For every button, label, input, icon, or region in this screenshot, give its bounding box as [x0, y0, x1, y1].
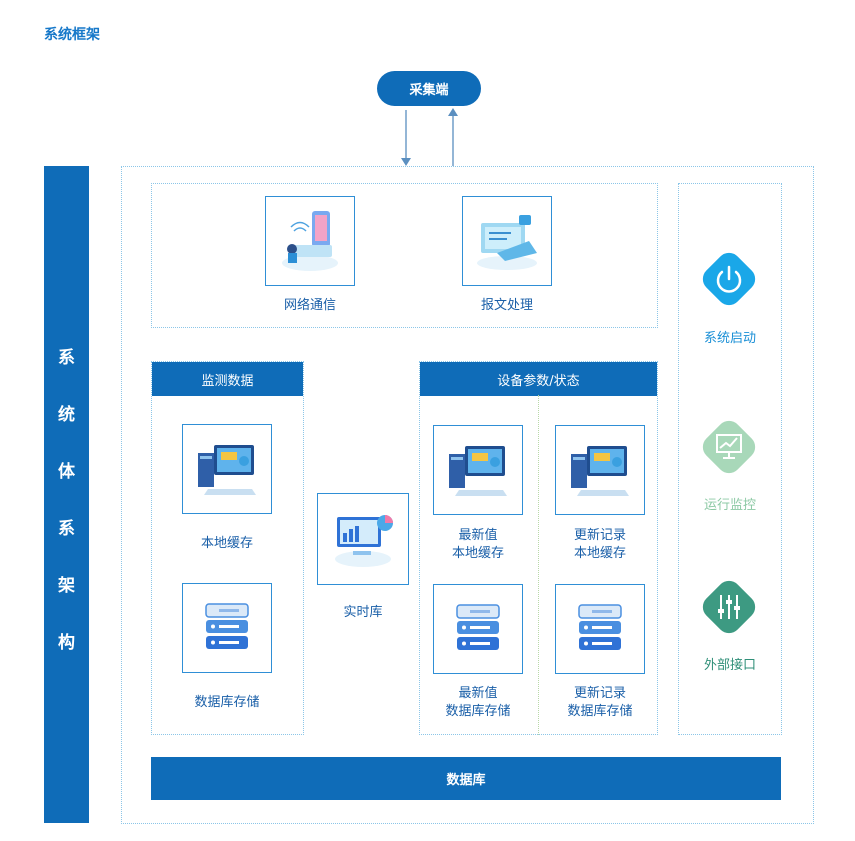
system-frame: [121, 166, 814, 824]
vertical-char: 构: [58, 633, 75, 653]
computer-icon: [571, 446, 629, 496]
network-communication-card[interactable]: [265, 196, 355, 286]
computer-icon: [198, 445, 256, 495]
latest-local-cache-card[interactable]: [433, 425, 523, 515]
realtime-db-card[interactable]: [317, 493, 409, 585]
system-architecture-bar: 系 统 体 系 架 构: [44, 166, 89, 823]
device-params-group: 设备参数/状态: [419, 361, 658, 735]
latest-db-storage-card[interactable]: [433, 584, 523, 674]
vertical-char: 系: [58, 348, 75, 368]
update-local-cache-card[interactable]: [555, 425, 645, 515]
realtime-db-label: 实时库: [343, 605, 383, 620]
database-bar[interactable]: 数据库: [151, 757, 781, 800]
update-db-storage-label: 更新记录 数据库存储: [536, 685, 664, 721]
local-cache-label: 本地缓存: [200, 536, 253, 551]
label-line: 数据库存储: [445, 704, 511, 719]
sliders-icon[interactable]: [697, 575, 761, 639]
monitoring-data-group: 监测数据: [151, 361, 304, 735]
label-line: 数据库存储: [567, 704, 633, 719]
label-line: 本地缓存: [573, 546, 626, 561]
realtime-dashboard-icon: [335, 515, 393, 567]
server-icon: [205, 603, 249, 649]
monitoring-data-header: 监测数据: [152, 362, 303, 396]
label-line: 最新值: [458, 528, 498, 543]
network-communication-label: 网络通信: [283, 298, 336, 313]
runtime-monitor-label: 运行监控: [703, 498, 756, 513]
vertical-char: 体: [58, 462, 75, 482]
update-local-cache-label: 更新记录 本地缓存: [536, 527, 664, 563]
monitor-chart-icon[interactable]: [697, 415, 761, 479]
label-line: 本地缓存: [451, 546, 504, 561]
message-processing-card[interactable]: [462, 196, 552, 286]
database-storage-card[interactable]: [182, 583, 272, 673]
control-group: [678, 183, 782, 735]
update-db-storage-card[interactable]: [555, 584, 645, 674]
local-cache-card[interactable]: [182, 424, 272, 514]
label-line: 最新值: [458, 686, 498, 701]
system-start-label: 系统启动: [703, 331, 756, 346]
external-interface-label: 外部接口: [703, 658, 756, 673]
label-line: 更新记录: [573, 686, 626, 701]
server-icon: [456, 604, 500, 650]
device-group-divider: [538, 395, 539, 735]
vertical-char: 统: [58, 405, 75, 425]
vertical-char: 架: [58, 576, 75, 596]
label-line: 更新记录: [573, 528, 626, 543]
message-processing-icon: [477, 215, 537, 270]
latest-local-cache-label: 最新值 本地缓存: [414, 527, 542, 563]
collector-node[interactable]: 采集端: [377, 71, 481, 106]
message-processing-label: 报文处理: [480, 298, 533, 313]
database-storage-label: 数据库存储: [194, 695, 260, 710]
server-icon: [578, 604, 622, 650]
collector-arrows: [401, 108, 458, 166]
device-params-header: 设备参数/状态: [420, 362, 657, 396]
vertical-char: 系: [58, 519, 75, 539]
communication-group: [151, 183, 658, 328]
latest-db-storage-label: 最新值 数据库存储: [414, 685, 542, 721]
computer-icon: [449, 446, 507, 496]
network-communication-icon: [282, 211, 338, 271]
power-icon[interactable]: [697, 247, 761, 311]
page-title: 系统框架: [44, 27, 100, 43]
